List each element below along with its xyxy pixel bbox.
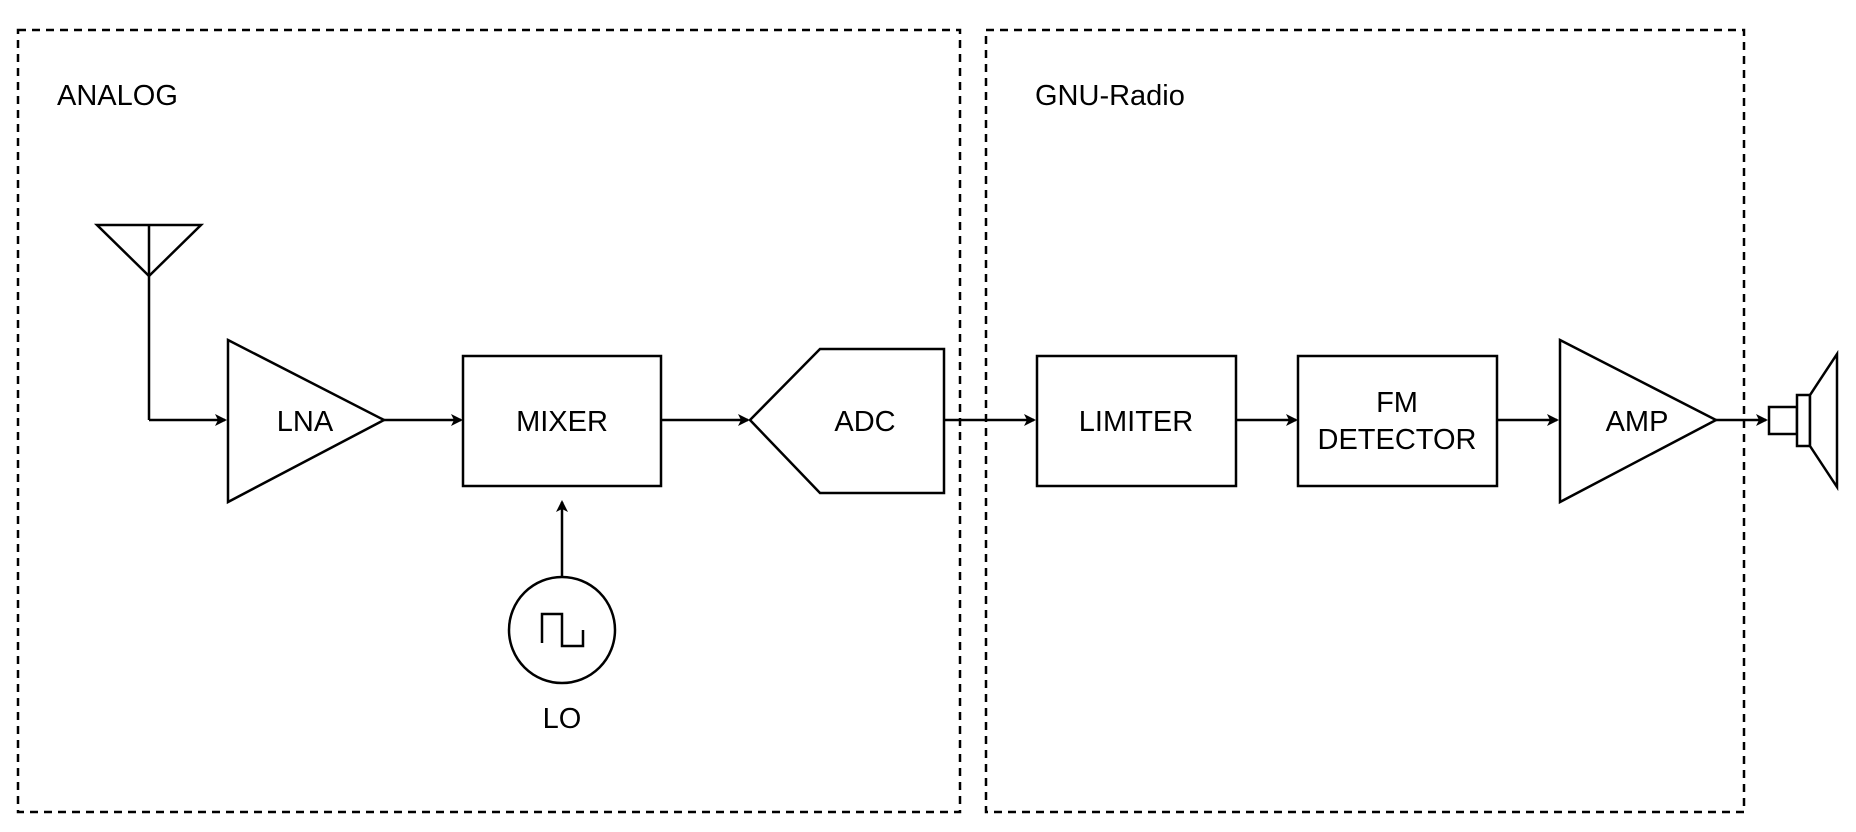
limiter-label: LIMITER (1079, 406, 1193, 438)
mixer-block: MIXER (461, 354, 663, 488)
fm-detector-label-line1: FM (1376, 387, 1418, 419)
antenna-icon (93, 223, 205, 420)
limiter-block: LIMITER (1035, 354, 1238, 488)
amp-block: AMP (1558, 337, 1719, 505)
speaker-icon (1767, 349, 1839, 492)
lo-label: LO (543, 703, 582, 735)
analog-group-label: ANALOG (57, 80, 178, 112)
adc-block: ADC (748, 347, 946, 495)
amp-label: AMP (1606, 406, 1669, 438)
local-oscillator: LO (507, 575, 617, 735)
mixer-label: MIXER (516, 406, 608, 438)
gnu-radio-group-label: GNU-Radio (1035, 80, 1185, 112)
lna-block: LNA (226, 337, 387, 505)
fm-detector-block: FM DETECTOR (1296, 354, 1499, 488)
fm-detector-label-line2: DETECTOR (1318, 424, 1477, 456)
lna-label: LNA (277, 406, 334, 438)
adc-label: ADC (834, 406, 895, 438)
